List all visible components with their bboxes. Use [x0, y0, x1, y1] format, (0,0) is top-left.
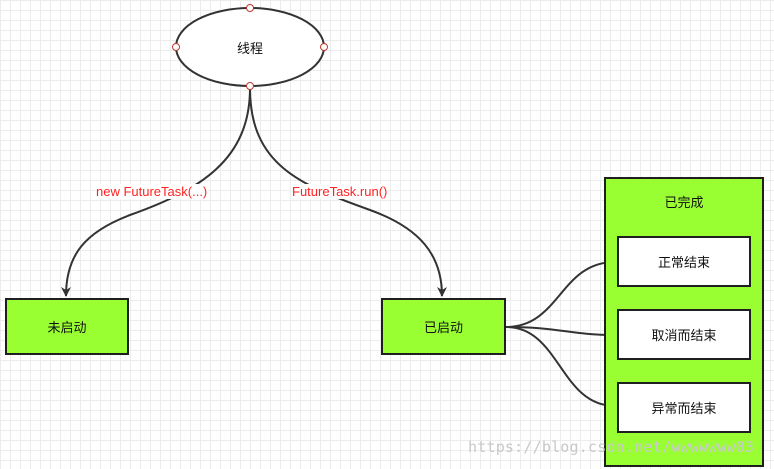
- thread-node-label[interactable]: 线程: [236, 41, 263, 57]
- watermark: https://blog.csdn.net/wwwwwww03: [468, 438, 755, 456]
- connection-handle-bottom[interactable]: [246, 82, 254, 90]
- edge-thread-to-not-started: [61, 87, 251, 297]
- connection-handle-right[interactable]: [320, 43, 328, 51]
- not-started-node[interactable]: 未启动: [5, 298, 129, 355]
- connection-handle-left[interactable]: [172, 43, 180, 51]
- edge-started-to-exception-end: [505, 326, 616, 411]
- edge-started-to-normal-end: [505, 257, 616, 328]
- edge-thread-to-started: [249, 87, 447, 297]
- completed-group-title: 已完成: [664, 196, 704, 211]
- edge-label-futuretask-run: FutureTask.run(): [291, 184, 389, 199]
- connection-handle-top[interactable]: [246, 4, 254, 12]
- cancel-end-node[interactable]: 取消而结束: [617, 309, 751, 360]
- exception-end-node[interactable]: 异常而结束: [617, 382, 751, 433]
- edge-label-new-futuretask: new FutureTask(...): [95, 184, 209, 199]
- normal-end-node[interactable]: 正常结束: [617, 236, 751, 287]
- started-node[interactable]: 已启动: [381, 298, 506, 355]
- edge-started-to-cancel-end: [505, 326, 616, 340]
